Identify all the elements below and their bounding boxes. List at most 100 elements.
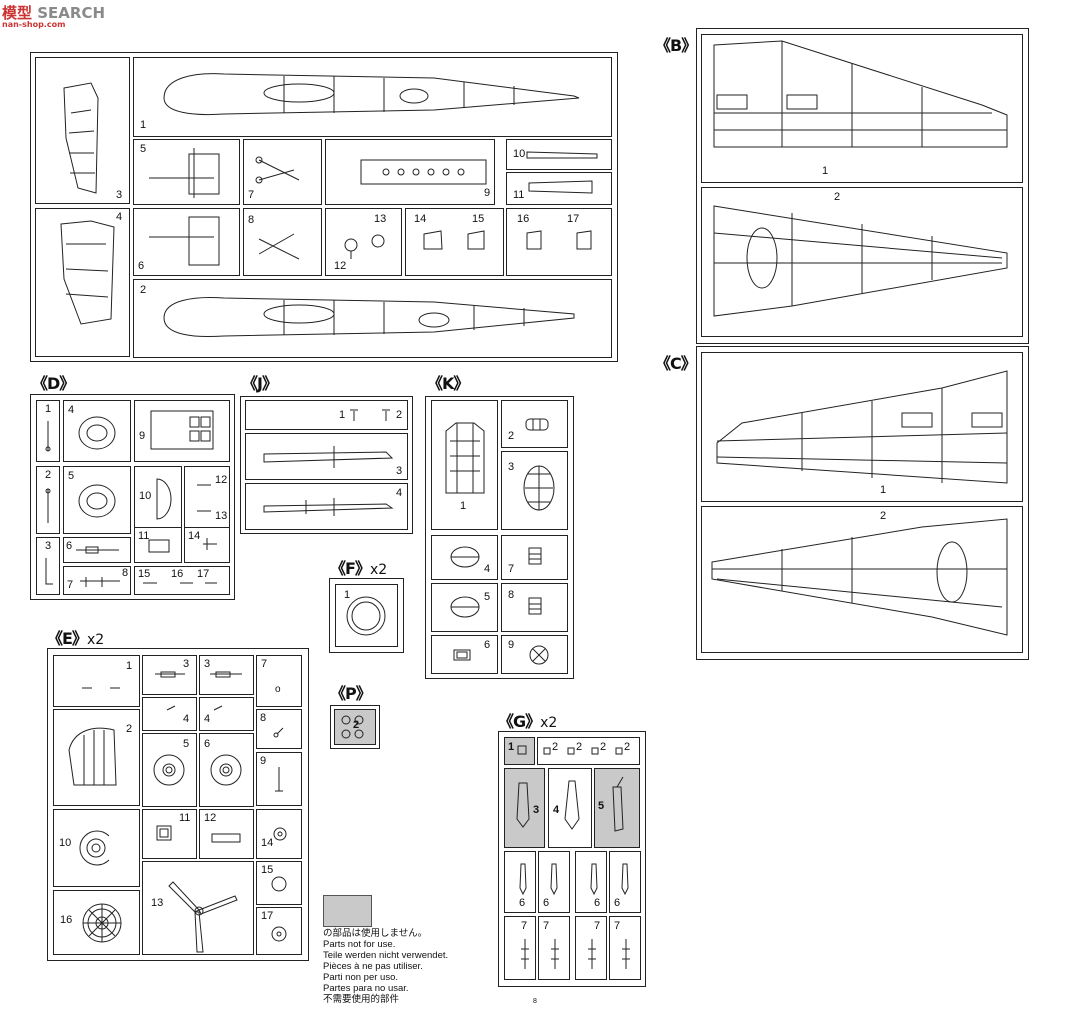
part-number: 6 [66, 540, 73, 552]
part-number: 5 [140, 143, 147, 155]
part-number: 1 [126, 660, 133, 672]
part-d9-cell: 9 [134, 400, 230, 462]
part-number: 17 [261, 910, 274, 922]
unused-parts-note: の部品は使用しません。 Parts not for use. Teile wer… [323, 928, 449, 1005]
part-e5-cell: 5 [142, 733, 197, 807]
part-k1-cell: 1 [431, 400, 498, 530]
part-a3-cell: 3 [35, 57, 130, 204]
part-e16-cell: 15 [256, 861, 302, 905]
part-number: 9 [484, 187, 491, 199]
sprue-c-label: 《C》 [655, 354, 697, 373]
part-number: 13 [151, 897, 164, 909]
part-number: 8 [122, 567, 129, 579]
part-number: 1 [344, 589, 351, 601]
part-number: 1 [140, 119, 147, 131]
part-g7d-cell: 7 [609, 916, 641, 980]
part-e3b-cell: 3 [199, 655, 254, 695]
part-number: 2 [140, 284, 147, 296]
part-number: 2 [396, 409, 403, 421]
part-a2-cell: 2 [133, 279, 612, 358]
part-g6b-cell: 6 [538, 851, 570, 913]
part-d10-cell: 10 [134, 466, 182, 534]
part-g6d-cell: 6 [609, 851, 641, 913]
part-glyph: o [275, 684, 281, 695]
part-number: 4 [68, 404, 75, 416]
part-d15-17-cell: 15 16 17 [134, 566, 230, 595]
part-number: 2 [45, 469, 52, 481]
sprue-e-label: 《E》x2 [47, 629, 105, 648]
part-number: 6 [614, 897, 621, 909]
part-number: 8 [508, 589, 515, 601]
part-number: 11 [513, 189, 525, 201]
part-e8-cell: 8 [256, 709, 302, 749]
part-e13-cell: 12 [199, 809, 254, 859]
part-g5-cell: 5 [594, 768, 640, 848]
part-k3-cell: 3 [501, 451, 568, 530]
part-number: 16 [171, 568, 184, 580]
part-number: 4 [396, 487, 403, 499]
part-number: 10 [139, 490, 152, 502]
part-number: 7 [508, 563, 515, 575]
part-number: 1 [822, 165, 829, 177]
part-number: 1 [508, 741, 515, 753]
part-b2-cell: 2 [701, 187, 1023, 337]
sprue-j-label: 《J》 [242, 374, 278, 393]
part-number: 14 [188, 530, 201, 542]
part-d5-cell: 5 [63, 466, 131, 534]
part-number: 3 [204, 658, 211, 670]
part-number: 15 [138, 568, 151, 580]
sprue-g-label: 《G》x2 [498, 712, 558, 731]
part-number: 4 [484, 563, 491, 575]
part-e12-cell: 11 [142, 809, 197, 859]
part-g6a-cell: 6 [504, 851, 536, 913]
part-number: 17 [197, 568, 210, 580]
part-number: 10 [513, 148, 526, 160]
part-j1-2-cell: 1 2 [245, 400, 408, 430]
part-e17-cell: 17 [256, 907, 302, 955]
part-number: 1 [460, 500, 467, 512]
part-number: 16 [60, 914, 73, 926]
part-number: 2 [880, 510, 887, 522]
part-e2-cell: 2 [53, 709, 140, 806]
part-g6c-cell: 6 [575, 851, 607, 913]
part-number: 5 [183, 738, 190, 750]
part-j4-cell: 4 [245, 483, 408, 530]
part-number: 4 [183, 713, 190, 725]
part-number: 2 [353, 719, 360, 731]
part-number: 3 [45, 540, 52, 552]
part-e10-cell: 10 [53, 809, 140, 887]
part-k9-cell: 9 [501, 635, 568, 674]
part-number: 4 [116, 211, 123, 223]
part-k7-cell: 7 [501, 535, 568, 580]
part-number: 3 [396, 465, 403, 477]
part-number: 1 [45, 403, 52, 415]
part-a8-cell: 8 [243, 208, 322, 276]
part-number: 3 [116, 189, 123, 201]
part-k2-cell: 2 [501, 400, 568, 448]
part-d3-cell: 3 [36, 537, 60, 595]
part-number: 7 [248, 189, 255, 201]
part-number: 7 [521, 920, 528, 932]
part-number: 4 [204, 713, 211, 725]
part-number: 3 [533, 804, 540, 816]
part-g7a-cell: 7 [504, 916, 536, 980]
part-number: 13 [374, 213, 387, 225]
part-number: 6 [484, 639, 491, 651]
unused-parts-swatch [323, 895, 372, 927]
part-number: 5 [484, 591, 491, 603]
part-d11-cell: 11 [134, 527, 182, 563]
part-number: 17 [567, 213, 580, 225]
part-number: 11 [138, 530, 150, 542]
part-number: 9 [508, 639, 515, 651]
part-k5-cell: 5 [431, 583, 498, 632]
part-f1-cell: 1 [335, 584, 398, 647]
part-number: 14 [261, 837, 274, 849]
part-number: 6 [594, 897, 601, 909]
part-number: 7 [67, 579, 74, 591]
part-a11-cell: 11 [506, 172, 612, 205]
part-number: 8 [248, 214, 255, 226]
part-g7c-cell: 7 [575, 916, 607, 980]
